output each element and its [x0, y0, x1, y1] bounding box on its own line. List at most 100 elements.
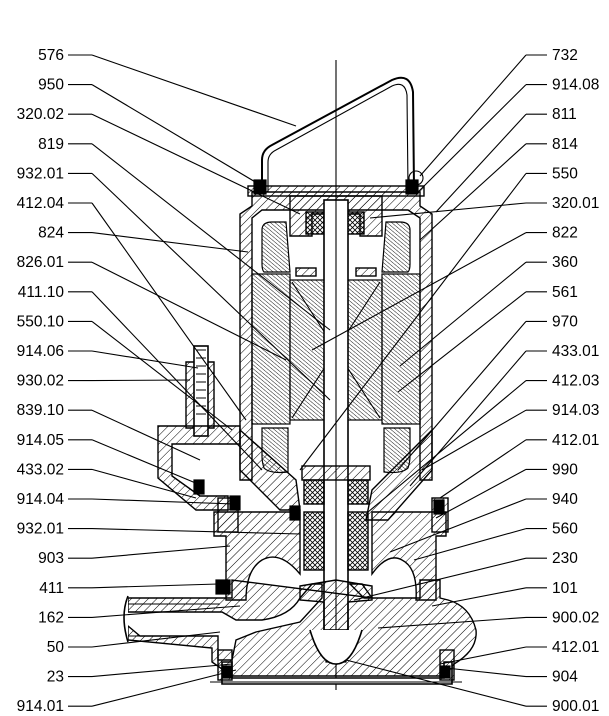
callout-label-left: 50: [47, 639, 65, 656]
callout-label-right: 990: [552, 461, 578, 478]
leader-line: [91, 232, 249, 253]
motor-housing: [239, 191, 433, 481]
callout-label-right: 811: [552, 106, 577, 123]
callout-label-right: 412.01: [552, 432, 599, 449]
leader-line: [91, 54, 297, 127]
callout-label-left: 826.01: [17, 254, 64, 271]
callout-label-left: 412.04: [17, 195, 65, 212]
handle: [261, 76, 415, 192]
callout-label-left: 914.05: [17, 432, 64, 449]
right-callout-labels: 732914.08811814550320.01822360561970433.…: [552, 47, 599, 715]
leader-line: [353, 557, 527, 601]
callout-label-right: 904: [552, 669, 578, 686]
callout-label-right: 320.01: [552, 195, 599, 212]
callout-label-left: 162: [38, 609, 64, 626]
leader-line: [439, 646, 527, 665]
callout-label-left: 819: [38, 136, 64, 153]
callout-label-right: 561: [552, 284, 578, 301]
callout-label-right: 101: [552, 580, 578, 597]
leader-line: [91, 143, 331, 331]
leader-line: [377, 616, 527, 629]
callout-label-left: 839.10: [17, 402, 65, 419]
leader-line: [419, 143, 527, 241]
winding-head-right: [381, 221, 411, 273]
callout-label-left: 950: [38, 77, 64, 94]
callout-label-right: 940: [552, 491, 578, 508]
impeller: [299, 579, 373, 641]
leader-lines: [68, 54, 547, 707]
pump-drawing: [123, 60, 477, 690]
leader-line: [91, 468, 197, 499]
leader-line: [91, 261, 287, 361]
leader-line: [311, 232, 527, 351]
callout-label-right: 914.03: [552, 402, 599, 419]
leader-line: [91, 350, 199, 369]
callout-label-right: 900.01: [552, 698, 599, 715]
callout-label-right: 230: [552, 550, 578, 567]
leader-line: [91, 663, 233, 678]
leader-line: [369, 202, 527, 219]
callout-label-left: 550.10: [17, 313, 65, 330]
callout-label-right: 550: [552, 165, 578, 182]
callout-label-right: 412.03: [552, 373, 599, 390]
lower-bearing: [303, 479, 325, 505]
leader-line: [91, 202, 247, 421]
leader-line: [91, 631, 221, 648]
callout-label-right: 412.01: [552, 639, 599, 656]
leader-line: [91, 498, 235, 505]
callout-label-left: 903: [38, 550, 64, 567]
callout-label-right: 814: [552, 136, 578, 153]
callout-label-right: 433.01: [552, 343, 599, 360]
leader-line: [91, 528, 301, 535]
leader-line: [91, 669, 237, 707]
stator-left: [251, 273, 291, 425]
callout-label-left: 576: [38, 47, 64, 64]
leader-line: [91, 113, 301, 215]
leader-line: [389, 498, 527, 553]
callout-label-left: 932.01: [17, 521, 64, 538]
leader-line: [439, 439, 527, 499]
callout-label-left: 433.02: [17, 461, 64, 478]
leader-line: [417, 84, 527, 193]
leader-line: [91, 84, 263, 187]
leader-line: [409, 350, 527, 487]
leader-line: [91, 583, 219, 589]
leader-line: [413, 528, 527, 561]
leader-line: [367, 380, 527, 513]
leader-line: [399, 261, 527, 367]
leader-line: [431, 587, 527, 607]
callout-label-right: 822: [552, 225, 578, 242]
callout-label-left: 411: [39, 580, 64, 597]
leader-line: [421, 409, 527, 471]
callout-label-left: 824: [38, 225, 64, 242]
leader-line: [91, 439, 199, 485]
callout-label-left: 914.01: [17, 698, 64, 715]
leader-line: [397, 291, 527, 393]
leader-line: [299, 173, 527, 471]
leader-line: [435, 113, 527, 213]
callout-label-right: 360: [552, 254, 578, 271]
callout-label-left: 320.02: [17, 106, 64, 123]
leader-line: [91, 545, 231, 559]
leader-line: [397, 321, 527, 471]
callout-label-right: 900.02: [552, 609, 599, 626]
callout-label-left: 930.02: [17, 373, 64, 390]
leader-line: [91, 320, 233, 431]
left-callout-labels: 576 950 320.02 819 932.01 412.04 824 826.01 411.…: [17, 47, 65, 715]
callout-label-left: 23: [47, 669, 64, 686]
leader-line: [445, 667, 527, 678]
mechanical-seal: [303, 511, 325, 571]
callout-label-left: 914.06: [17, 343, 64, 360]
leader-line: [91, 605, 241, 618]
leader-line: [345, 659, 527, 707]
callout-label-right: 560: [552, 521, 578, 538]
callout-label-left: 914.04: [17, 491, 65, 508]
leader-line: [91, 173, 331, 401]
leader-line: [435, 468, 527, 519]
leader-line: [91, 409, 201, 461]
callout-label-left: 411.10: [18, 284, 65, 301]
callout-label-right: 732: [552, 47, 578, 64]
winding-head-left: [261, 221, 291, 273]
top-bearing: [305, 211, 325, 235]
